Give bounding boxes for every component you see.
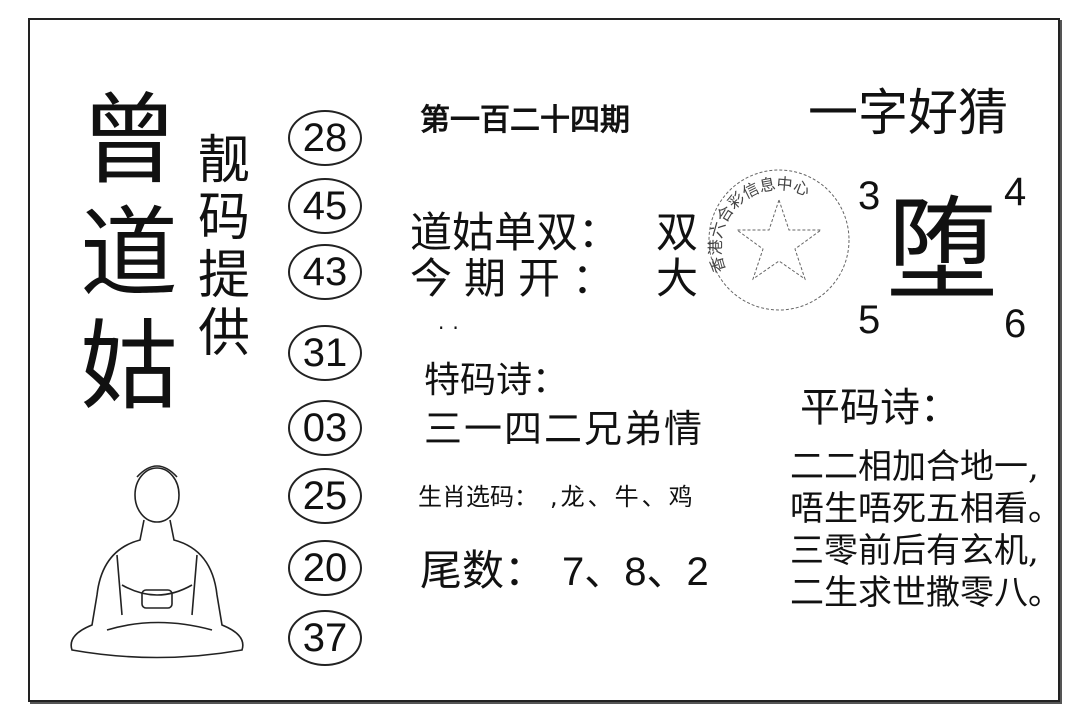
- riddle-title: 一字好猜: [808, 84, 1008, 142]
- stamp-seal: 香港六合彩信息中心: [706, 169, 850, 311]
- this-issue-label: 今期开：: [410, 254, 627, 303]
- title-char: 曾: [80, 84, 179, 198]
- page-border: [28, 18, 1060, 702]
- odd-even-label: 道姑单双：: [410, 208, 621, 257]
- corner-number: 4: [1004, 170, 1027, 214]
- this-issue-value: 大: [656, 254, 699, 303]
- number-ball: 37: [288, 610, 362, 666]
- tail-value: 7、8、2: [562, 550, 709, 594]
- provider-char: 码: [198, 188, 251, 248]
- flat-poem-line: 二二相加合地一,: [790, 447, 1039, 487]
- number-ball: 25: [288, 468, 362, 524]
- number-ball: 31: [288, 325, 362, 381]
- provider-char: 供: [198, 304, 251, 364]
- flat-poem-title: 平码诗：: [800, 385, 960, 431]
- tail-label: 尾数：: [420, 546, 547, 595]
- corner-number: 6: [1004, 302, 1027, 346]
- dots: ..: [438, 310, 467, 334]
- number-ball: 43: [288, 244, 362, 300]
- odd-even-value: 双: [656, 208, 699, 257]
- special-poem-title: 特码诗：: [424, 360, 569, 401]
- provider-char: 提: [198, 246, 251, 306]
- flat-poem-line: 唔生唔死五相看。: [790, 489, 1062, 529]
- buddha-illustration: [70, 465, 244, 659]
- corner-number: 5: [858, 298, 881, 342]
- title-char: 姑: [80, 310, 179, 424]
- number-ball: 28: [288, 110, 362, 166]
- corner-number: 3: [858, 174, 881, 218]
- provider-char: 靓: [198, 131, 251, 191]
- zodiac-value: ,龙、牛、鸡: [550, 483, 696, 511]
- zodiac-label: 生肖选码：: [418, 483, 538, 511]
- riddle-char: 堕: [886, 186, 998, 316]
- number-ball: 45: [288, 178, 362, 234]
- number-ball: 03: [288, 400, 362, 456]
- special-poem: 三一四二兄弟情: [424, 407, 705, 451]
- number-ball: 20: [288, 540, 362, 596]
- title-char: 道: [80, 197, 179, 311]
- issue-number: 第一百二十四期: [420, 103, 630, 138]
- flat-poem-line: 二生求世撒零八。: [790, 573, 1062, 613]
- flat-poem-line: 三零前后有玄机,: [790, 531, 1039, 571]
